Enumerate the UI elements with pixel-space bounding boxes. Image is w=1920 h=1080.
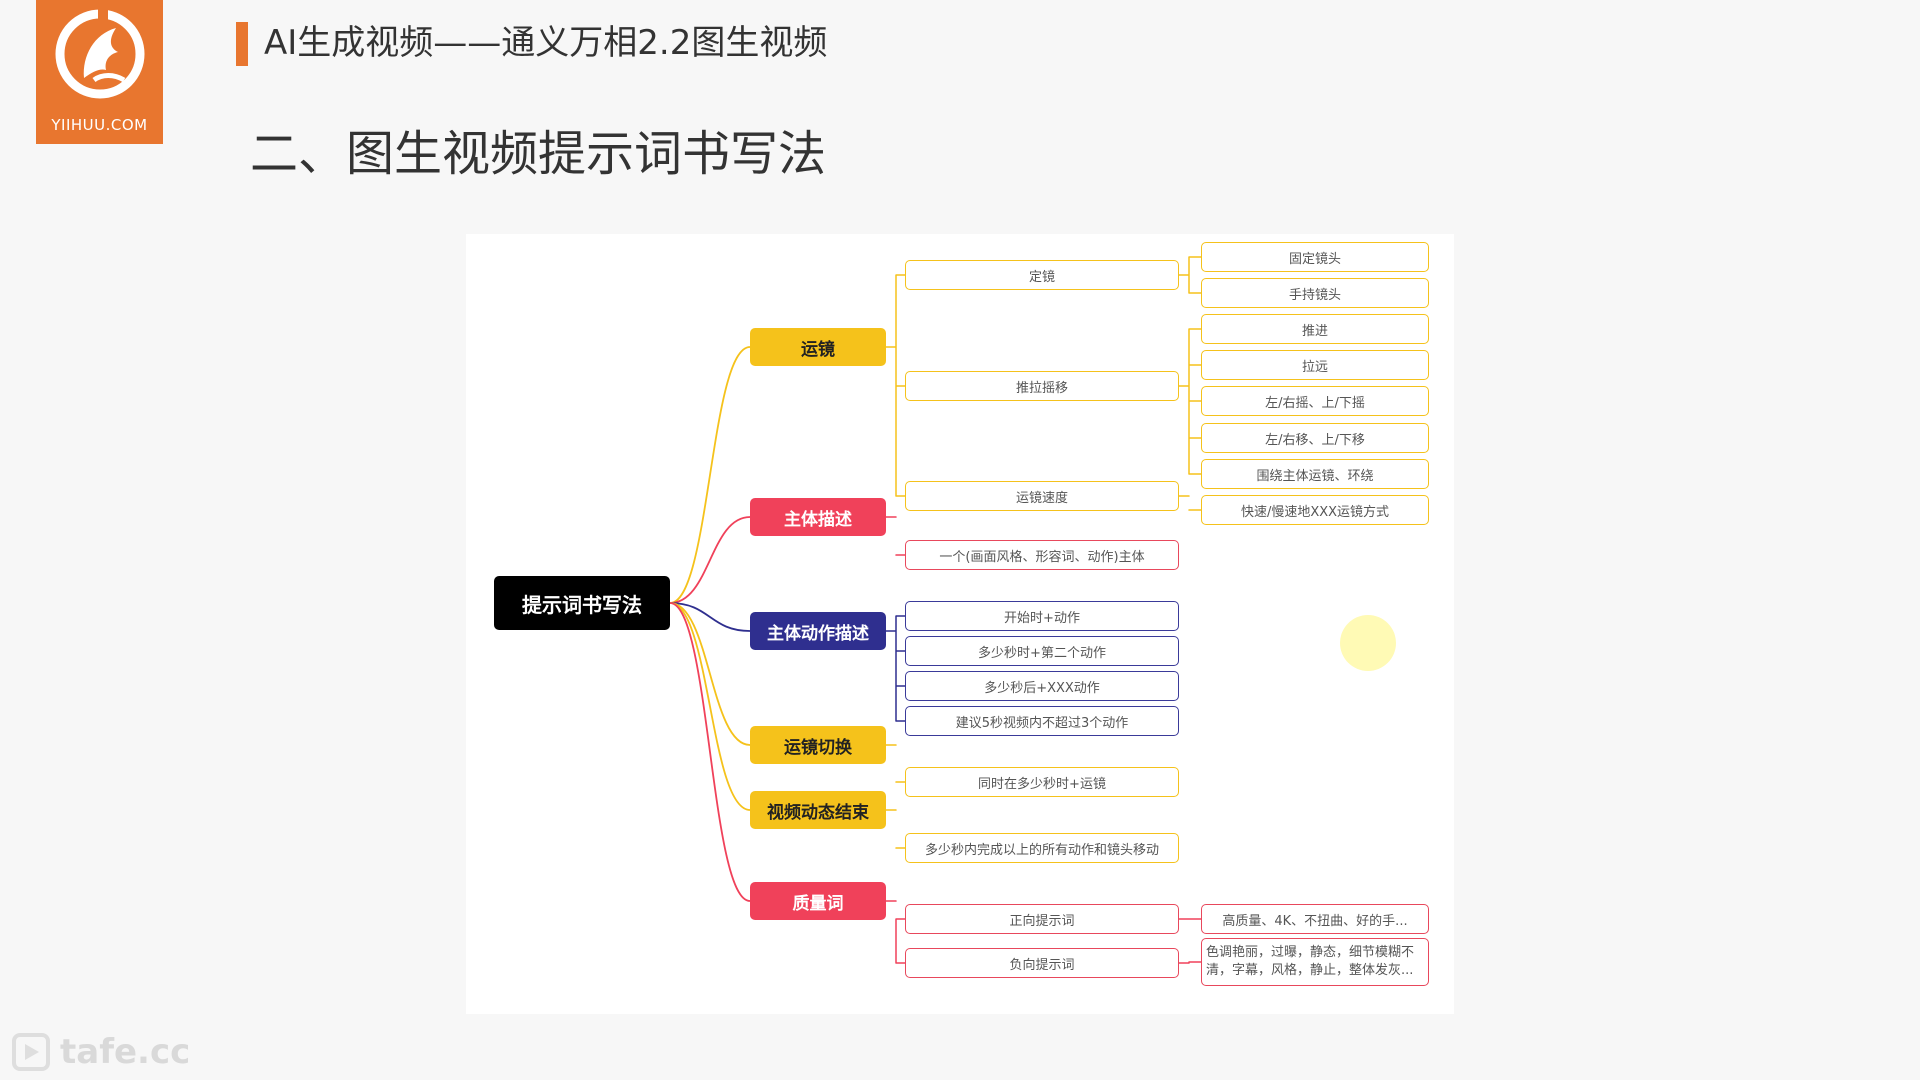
header-title: AI生成视频——通义万相2.2图生视频: [264, 23, 828, 63]
branch-5-item-0-sub-0: 高质量、4K、不扭曲、好的手...: [1201, 904, 1429, 934]
connector-branch-2: [885, 615, 906, 722]
branch-0: 运镜: [750, 328, 886, 366]
logo: YIIHUU.COM: [36, 0, 163, 144]
branch-0-item-2: 运镜速度: [905, 481, 1179, 511]
fox-logo-icon: [55, 8, 145, 99]
branch-0-item-2-sub-0: 快速/慢速地XXX运镜方式: [1201, 495, 1429, 525]
connector-branch-4: [885, 809, 906, 849]
connector-root-1: [669, 516, 751, 604]
branch-3-item-0: 同时在多少秒时+运镜: [905, 767, 1179, 797]
branch-2-item-2: 多少秒后+XXX动作: [905, 671, 1179, 701]
branch-0-item-1-sub-3: 左/右移、上/下移: [1201, 423, 1429, 453]
mindmap-root: 提示词书写法: [494, 576, 670, 630]
branch-1-item-0: 一个(画面风格、形容词、动作)主体: [905, 540, 1179, 570]
branch-0-item-1-sub-1: 拉远: [1201, 350, 1429, 380]
branch-4: 视频动态结束: [750, 791, 886, 829]
branch-0-item-1-sub-4: 围绕主体运镜、环绕: [1201, 459, 1429, 489]
branch-2: 主体动作描述: [750, 612, 886, 650]
branch-0-item-0: 定镜: [905, 260, 1179, 290]
connector-item-0-0: [1178, 256, 1202, 294]
connector-root-0: [669, 346, 751, 604]
section-title: 二、图生视频提示词书写法: [250, 126, 827, 182]
connector-root-4: [669, 602, 751, 811]
branch-0-item-1: 推拉摇移: [905, 371, 1179, 401]
branch-5-item-1: 负向提示词: [905, 948, 1179, 978]
branch-2-item-3: 建议5秒视频内不超过3个动作: [905, 706, 1179, 736]
connector-item-5-1: [1178, 961, 1202, 964]
branch-0-item-0-sub-1: 手持镜头: [1201, 278, 1429, 308]
branch-0-item-1-sub-2: 左/右摇、上/下摇: [1201, 386, 1429, 416]
branch-5-item-0: 正向提示词: [905, 904, 1179, 934]
branch-2-item-0: 开始时+动作: [905, 601, 1179, 631]
connector-item-0-1: [1178, 328, 1202, 475]
logo-text: YIIHUU.COM: [51, 116, 148, 134]
branch-0-item-0-sub-0: 固定镜头: [1201, 242, 1429, 272]
connector-root-3: [669, 602, 751, 746]
branch-2-item-1: 多少秒时+第二个动作: [905, 636, 1179, 666]
connector-root-2: [669, 602, 751, 632]
branch-5-item-1-sub-0: 色调艳丽，过曝，静态，细节模糊不清，字幕，风格，静止，整体发灰...: [1201, 938, 1429, 986]
connector-branch-3: [885, 744, 906, 783]
cursor-highlight: [1340, 615, 1396, 671]
connector-branch-1: [885, 516, 906, 556]
branch-4-item-0: 多少秒内完成以上的所有动作和镜头移动: [905, 833, 1179, 863]
connector-item-0-2: [1178, 495, 1202, 511]
mindmap-panel: 提示词书写法 运镜 定镜固定镜头手持镜头推拉摇移推进拉远左/右摇、上/下摇左/右移、…: [466, 234, 1454, 1014]
mindmap-connectors: [669, 256, 1202, 964]
play-square-icon: [12, 1033, 50, 1071]
watermark: tafe.cc: [12, 1030, 190, 1074]
branch-1: 主体描述: [750, 498, 886, 536]
branch-5: 质量词: [750, 882, 886, 920]
branch-3: 运镜切换: [750, 726, 886, 764]
branch-0-item-1-sub-0: 推进: [1201, 314, 1429, 344]
connector-branch-5: [885, 900, 906, 964]
header-accent-bar: [236, 22, 248, 66]
connector-root-5: [669, 602, 751, 902]
watermark-text: tafe.cc: [60, 1032, 191, 1072]
connector-branch-0: [885, 274, 906, 497]
